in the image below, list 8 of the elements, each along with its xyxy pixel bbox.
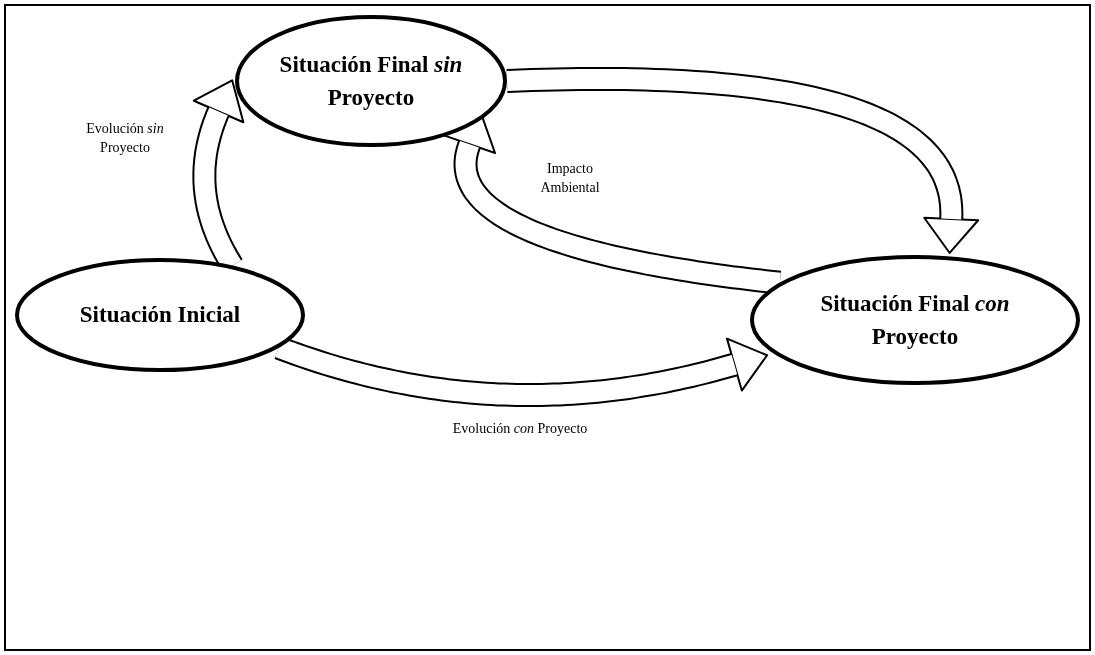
curved-arrow xyxy=(272,336,769,408)
node-label: Situación Final sin Proyecto xyxy=(278,50,464,112)
node-label: Situación Inicial xyxy=(78,301,242,330)
node-label: Situación Final con Proyecto xyxy=(819,289,1011,351)
edge-label: Evolución con Proyecto xyxy=(451,420,589,438)
edge-label: Evolución sin Proyecto xyxy=(85,120,165,157)
curved-arrow xyxy=(506,67,980,254)
edge-label: Impacto Ambiental xyxy=(539,160,601,197)
